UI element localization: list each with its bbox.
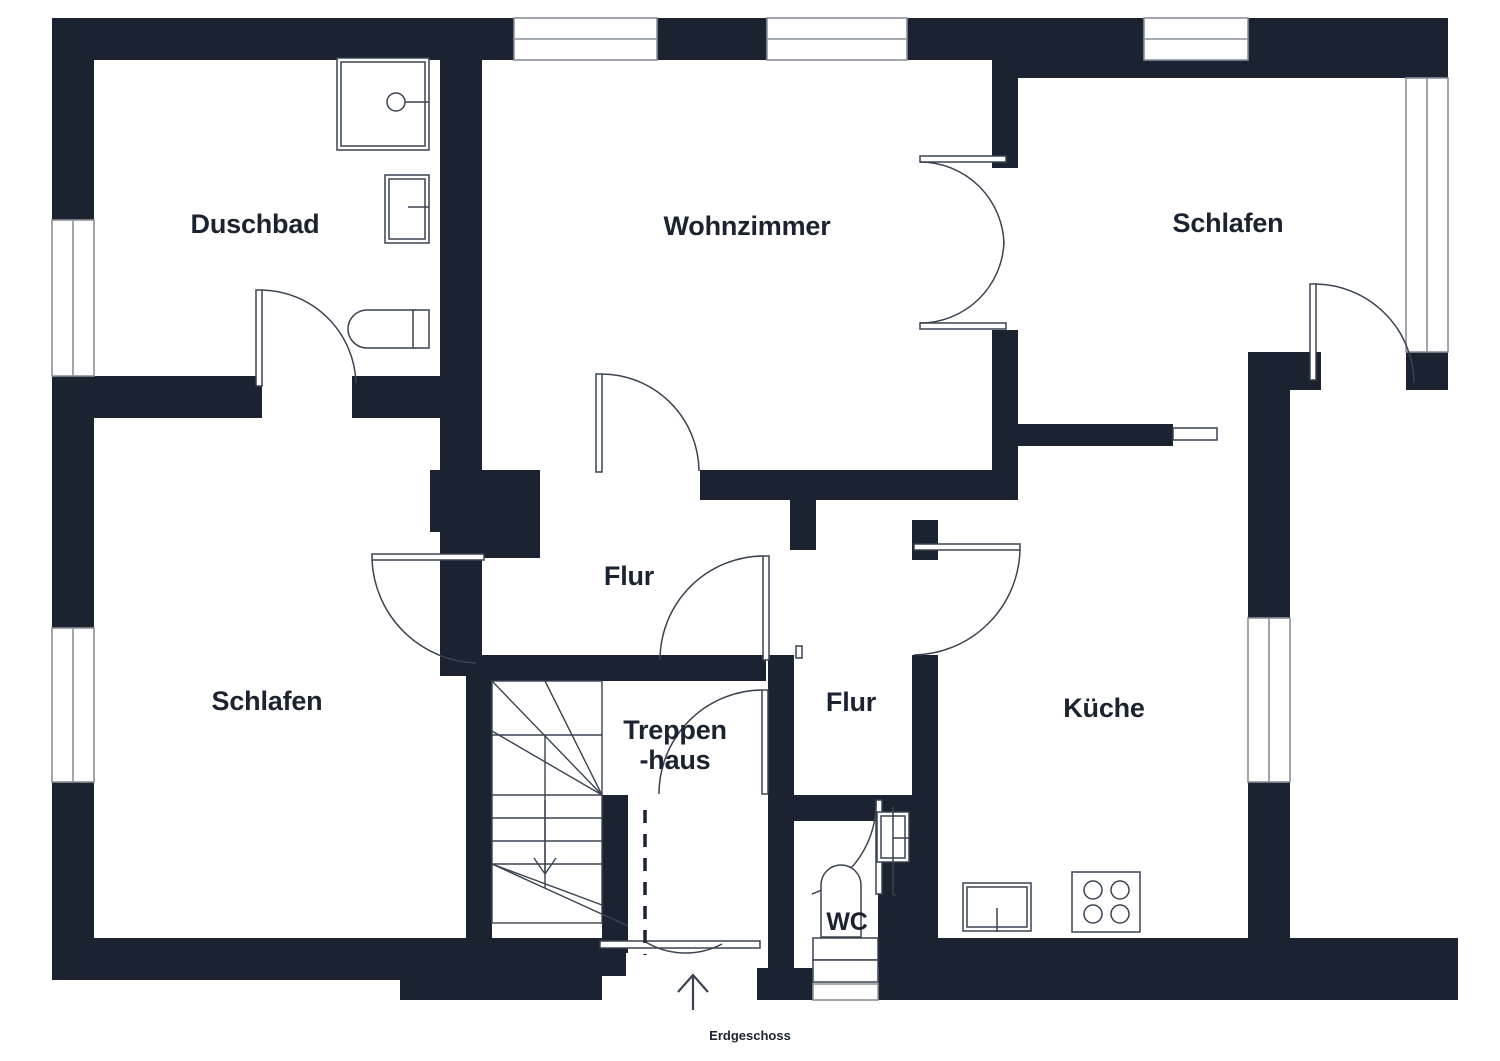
wall-flur-kueche <box>912 520 938 560</box>
wall-wc-left <box>768 795 794 975</box>
wall-stub-radiator <box>1018 424 1173 446</box>
wall-wohnzimmer-right-2 <box>992 330 1018 480</box>
window-top-2 <box>766 17 908 61</box>
bath-sink-icon <box>384 174 430 244</box>
wall-treppenhaus-top <box>466 655 766 681</box>
radiator-icon <box>1172 427 1218 441</box>
wall-left-block-vertical <box>440 18 482 676</box>
wall-wohnzimmer-bottom <box>700 470 1018 500</box>
wall-wohnzimmer-stub <box>790 488 816 550</box>
door-flur-center <box>659 555 770 661</box>
wall-top-left <box>52 18 514 60</box>
doors <box>255 155 1415 954</box>
bath-toilet-icon <box>347 309 430 349</box>
wall-top-mid <box>657 18 767 60</box>
door-treppenhaus <box>658 689 769 795</box>
kitchen-sink-icon <box>962 882 1032 932</box>
wall-right-mid <box>1248 352 1290 618</box>
cooktop-icon <box>1071 871 1141 933</box>
wall-left-upper <box>52 18 94 220</box>
door-entry <box>599 940 761 954</box>
door-schlafen-double <box>919 155 1007 330</box>
walls <box>52 18 1458 1000</box>
wc-toilet-icon <box>812 864 879 983</box>
window-top-1 <box>513 17 658 61</box>
window-left-2 <box>51 627 95 783</box>
fixtures <box>336 57 1218 983</box>
window-left-1 <box>51 219 95 377</box>
wall-bottom-right-2 <box>940 968 1458 1000</box>
window-right-2 <box>1247 617 1291 783</box>
shower-tray-icon <box>336 57 430 151</box>
wall-flur-divider-top <box>768 655 794 667</box>
wall-duschbad-bottom-left <box>52 376 262 418</box>
wall-flur-divider <box>768 655 794 815</box>
wall-pier-center-2 <box>470 470 540 558</box>
wall-treppenhaus-left <box>466 655 492 975</box>
door-schlafen-left <box>371 553 485 664</box>
door-kueche <box>913 543 1021 656</box>
window-top-3 <box>1143 17 1249 61</box>
wall-right-upper <box>1406 352 1448 390</box>
entry-direction-arrow <box>677 973 709 1010</box>
wall-flur-kueche-2 <box>912 655 938 965</box>
wc-sink-icon <box>876 806 910 896</box>
wall-stairs-right <box>602 795 628 953</box>
door-wohnzimmer-flur <box>595 373 700 473</box>
door-duschbad <box>255 289 357 387</box>
wall-wohnzimmer-right <box>992 58 1018 168</box>
wall-bottom-left <box>52 938 442 980</box>
floor-caption: Erdgeschoss <box>709 1028 791 1043</box>
door-schlafen-right <box>1309 283 1415 383</box>
window-right-1 <box>1405 77 1449 353</box>
wall-right-mid-2 <box>1248 782 1290 980</box>
door-flur-pocket <box>795 645 803 659</box>
staircase-icon <box>491 680 629 927</box>
windows <box>51 17 1449 1001</box>
